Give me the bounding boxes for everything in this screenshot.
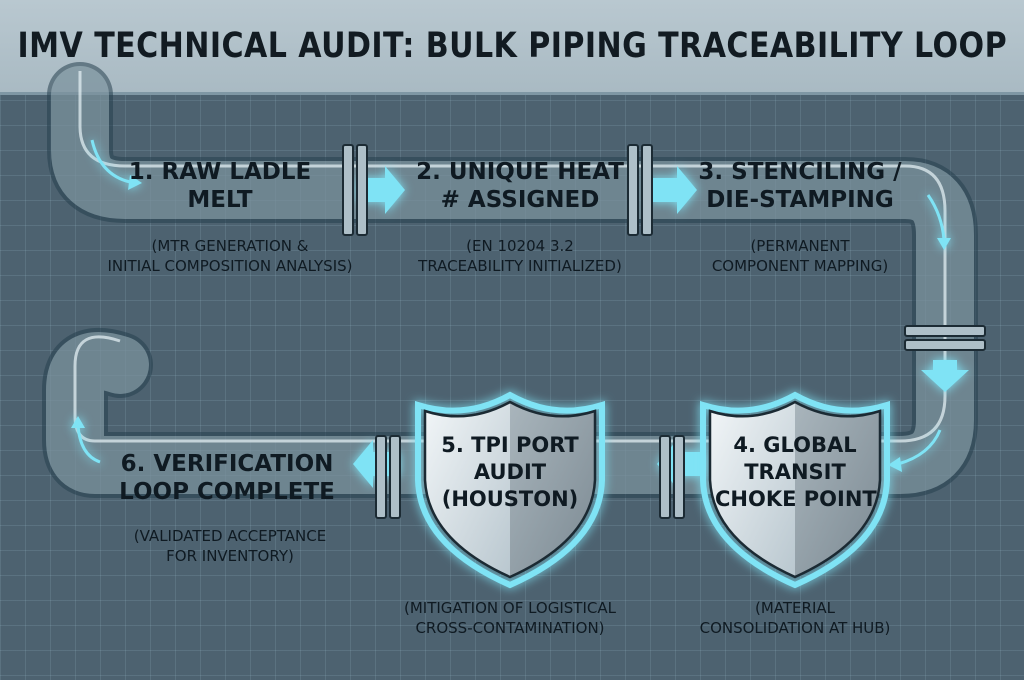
diagram-title: IMV TECHNICAL AUDIT: BULK PIPING TRACEAB… [17, 26, 1007, 66]
step-3-description: (PERMANENT COMPONENT MAPPING) [711, 237, 889, 275]
step-1-description: (MTR GENERATION & INITIAL COMPOSITION AN… [107, 237, 353, 275]
step-2-label: 2. UNIQUE HEAT # ASSIGNED [416, 159, 624, 213]
down-arrow-icon [921, 360, 969, 392]
step-4-label: 4. GLOBAL TRANSIT CHOKE POINT [715, 433, 877, 511]
arrowhead-icon [71, 416, 85, 428]
right-arrow-icon [358, 166, 405, 214]
pipe-flange [904, 339, 986, 351]
pipe-flange [659, 435, 671, 519]
arrowhead-icon [937, 238, 951, 250]
arrowhead-icon [888, 457, 902, 472]
step-3-label: 3. STENCILING / DIE-STAMPING [698, 159, 902, 213]
flow-arrow-icon [76, 424, 101, 464]
pipe-flange [342, 144, 354, 236]
arrowhead-icon [128, 175, 142, 190]
pipe-flange [627, 144, 639, 236]
pipe-flange [375, 435, 387, 519]
step-4-description: (MATERIAL CONSOLIDATION AT HUB) [699, 599, 891, 637]
pipe-flange [904, 325, 986, 337]
pipe-loop [41, 62, 978, 498]
step-2-description: (EN 10204 3.2 TRACEABILITY INITIALIZED) [418, 237, 622, 275]
pipe-flange [356, 144, 368, 236]
step-1-label: 1. RAW LADLE MELT [128, 159, 312, 213]
flow-arrow-icon [90, 139, 131, 184]
right-arrow-icon [650, 166, 697, 214]
flow-arrow-icon [897, 429, 942, 466]
step-5-label: 5. TPI PORT AUDIT (HOUSTON) [441, 433, 579, 511]
title-bar: IMV TECHNICAL AUDIT: BULK PIPING TRACEAB… [0, 0, 1024, 95]
pipe-flanges [342, 144, 986, 519]
step-6-description: (VALIDATED ACCEPTANCE FOR INVENTORY) [133, 527, 327, 565]
flow-arrow-icon [926, 194, 946, 241]
shield-icon [700, 391, 890, 589]
pipe-flange [673, 435, 685, 519]
pipe-flange [389, 435, 401, 519]
pipe-flange [641, 144, 653, 236]
step-6-label: 6. VERIFICATION LOOP COMPLETE [119, 451, 335, 505]
shield-icon [415, 391, 605, 589]
step-5-description: (MITIGATION OF LOGISTICAL CROSS-CONTAMIN… [404, 599, 616, 637]
